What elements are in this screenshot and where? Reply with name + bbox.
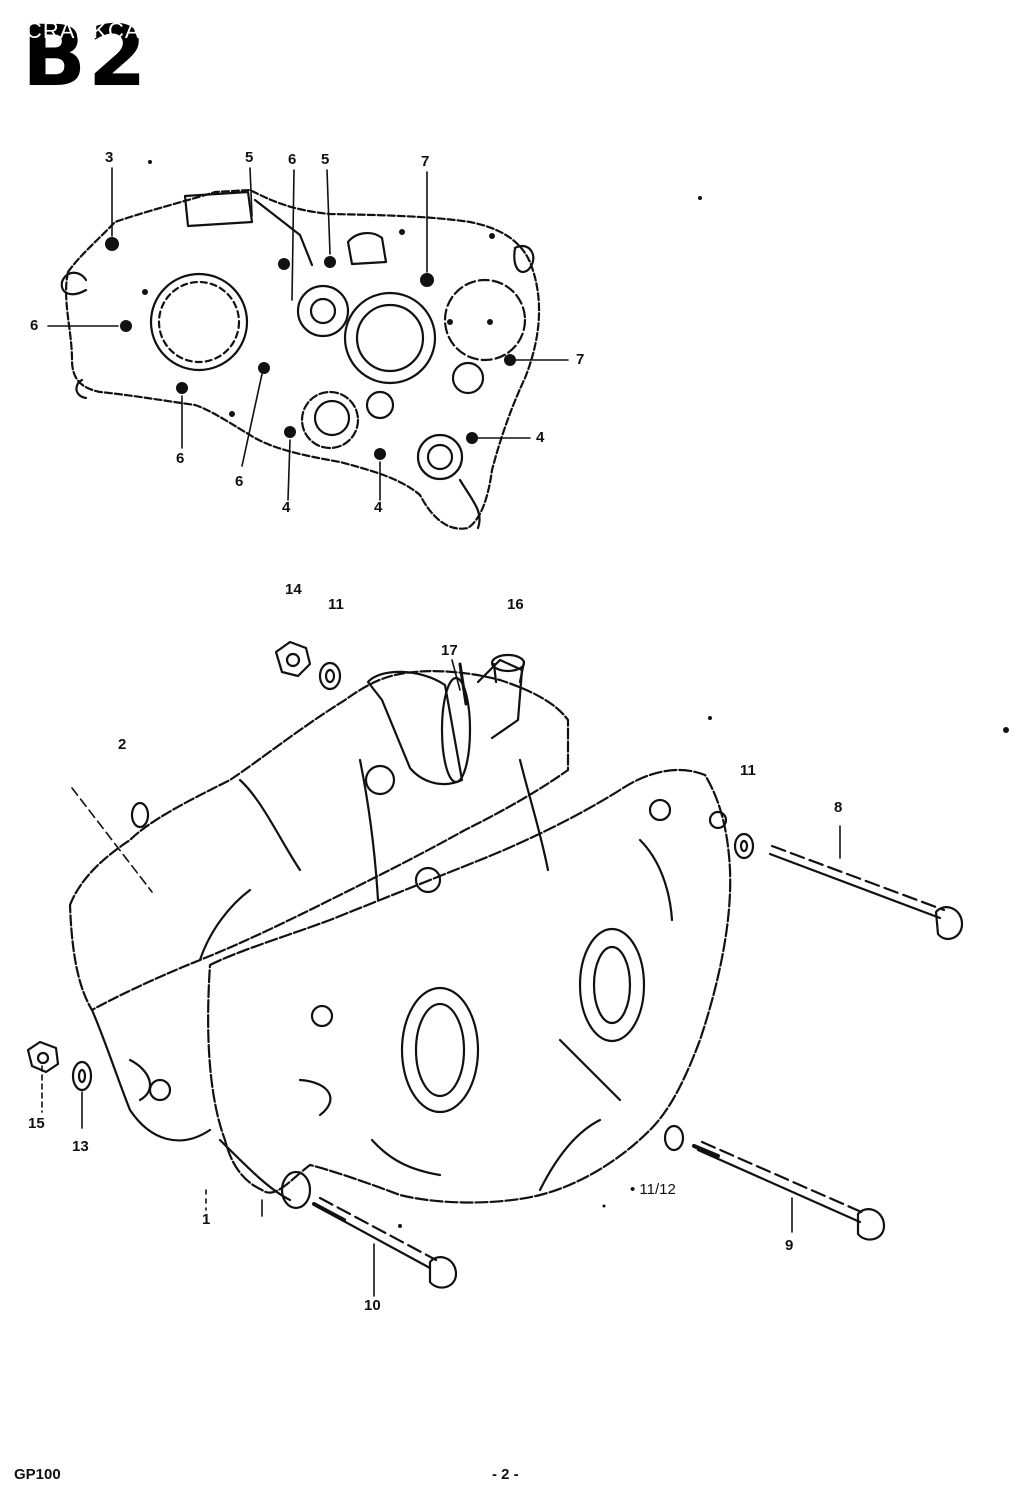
- callout-13: 13: [72, 1138, 89, 1155]
- callout-4: 4: [282, 499, 291, 516]
- callout-14: 14: [285, 581, 302, 598]
- callout-6: 6: [235, 473, 244, 490]
- callout-17: 17: [441, 642, 458, 659]
- section-name: CRANKCASE: [26, 18, 172, 43]
- callout-7: 7: [421, 153, 430, 170]
- callout-1: 1: [202, 1211, 211, 1228]
- page-number: - 2 -: [492, 1466, 519, 1483]
- exploded-view-leaders: [41, 659, 841, 1297]
- callout-11: 11: [740, 762, 756, 779]
- callout-11: 11: [328, 596, 344, 613]
- callout-3: 3: [105, 149, 114, 166]
- callout-4: 4: [374, 499, 383, 516]
- applicability-note: • 11/12: [630, 1181, 676, 1198]
- callout-5: 5: [321, 151, 330, 168]
- scan-speckles: [148, 160, 1009, 1228]
- callout-15: 15: [28, 1115, 45, 1132]
- callout-7: 7: [576, 351, 585, 368]
- callout-5: 5: [245, 149, 254, 166]
- callout-6: 6: [30, 317, 39, 334]
- callout-9: 9: [785, 1237, 794, 1254]
- crankcase-face-view: [60, 188, 541, 530]
- callout-10: 10: [364, 1297, 381, 1314]
- callout-4: 4: [536, 429, 545, 446]
- model-name: GP100: [14, 1466, 61, 1483]
- crankcase-exploded-view: [68, 653, 732, 1210]
- callout-2: 2: [118, 736, 127, 753]
- callout-8: 8: [834, 799, 843, 816]
- callout-6: 6: [176, 450, 185, 467]
- fasteners: [26, 640, 964, 1289]
- callout-6: 6: [288, 151, 297, 168]
- top-view-leaders: [47, 167, 569, 501]
- callout-16: 16: [507, 596, 524, 613]
- section-code: B2: [22, 7, 149, 105]
